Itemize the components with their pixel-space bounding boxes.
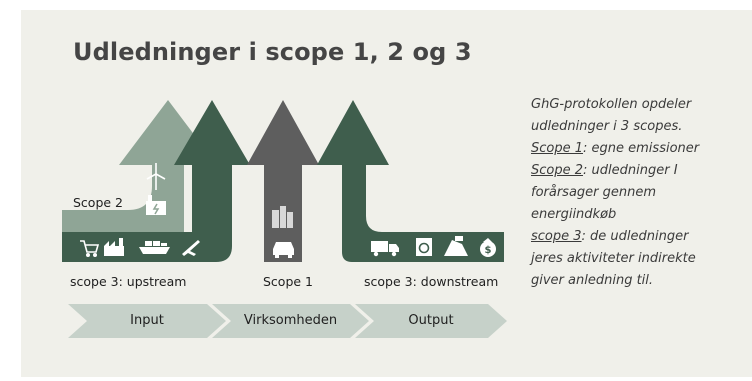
factory-icon <box>104 238 124 256</box>
cart-icon <box>80 240 100 258</box>
scope1-text: : egne emissioner <box>583 141 700 156</box>
desc-scope2-line3: energiindkøb <box>531 207 617 222</box>
waste-icon <box>444 236 468 256</box>
scope3-term: scope 3 <box>531 229 582 244</box>
chevron-virksomheden-label: Virksomheden <box>243 313 338 328</box>
money-bag-icon: $ <box>480 238 496 257</box>
chevron-output-label: Output <box>408 313 454 328</box>
scope1-term: Scope 1 <box>531 141 584 156</box>
desc-line-1: GhG-protokollen opdeler <box>531 97 692 112</box>
scope3-text: : de udledninger <box>581 229 689 244</box>
chevron-virksomheden <box>212 304 369 338</box>
car-icon <box>273 242 294 258</box>
svg-text:$: $ <box>485 245 492 256</box>
scope3-upstream-arrow <box>62 100 250 262</box>
desc-scope3-line3: giver anledning til. <box>531 273 654 288</box>
chevron-input <box>68 304 226 338</box>
desc-scope3-line2: jeres aktiviteter indirekte <box>531 251 696 266</box>
scope2-text: : udledninger I <box>583 163 678 178</box>
cargo-ship-icon <box>139 241 170 254</box>
truck-icon <box>371 241 399 257</box>
airplane-icon <box>182 240 200 256</box>
scope1-label: Scope 1 <box>263 274 314 289</box>
slide-title: Udledninger i scope 1, 2 og 3 <box>73 38 472 66</box>
desc-scope2: Scope 2: udledninger I <box>531 160 746 182</box>
wind-turbine-icon <box>146 163 166 190</box>
desc-line-2: udledninger i 3 scopes. <box>531 119 683 134</box>
scope2-arrow <box>62 100 217 236</box>
scope1-arrow <box>247 100 319 262</box>
washing-machine-icon <box>416 238 432 256</box>
scope2-label: Scope 2 <box>73 195 124 210</box>
chevron-input-label: Input <box>130 313 164 328</box>
scope-description: GhG-protokollen opdeler udledninger i 3 … <box>531 94 746 292</box>
desc-scope1: Scope 1: egne emissioner <box>531 138 746 160</box>
scope3-downstream-label: scope 3: downstream <box>364 274 499 289</box>
power-plant-icon <box>146 195 166 215</box>
chevron-output <box>355 304 507 338</box>
scope3-downstream-arrow <box>317 100 504 262</box>
scope3-upstream-label: scope 3: upstream <box>70 274 187 289</box>
office-buildings-icon <box>272 206 293 228</box>
scope2-term: Scope 2 <box>531 163 584 178</box>
desc-scope3: scope 3: de udledninger <box>531 226 746 248</box>
desc-scope2-line2: forårsager gennem <box>531 185 657 200</box>
